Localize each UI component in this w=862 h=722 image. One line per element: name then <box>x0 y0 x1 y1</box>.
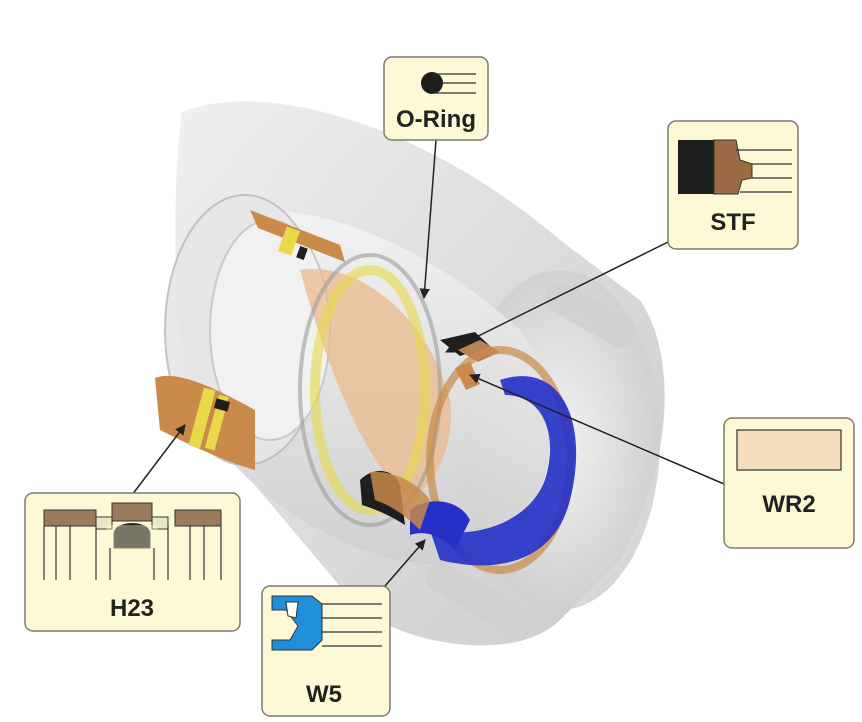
tie-rod-lower <box>426 562 534 638</box>
cylinder-illustration <box>155 101 665 646</box>
yellow-ring <box>310 265 430 515</box>
h23-callout: H23 <box>24 492 241 632</box>
wr2-label: WR2 <box>762 491 815 518</box>
h23-label: H23 <box>110 595 154 622</box>
w5-label: W5 <box>306 681 342 708</box>
tie-rod-upper <box>544 282 636 348</box>
grey-ring <box>298 253 442 527</box>
stf-callout: STF <box>667 120 799 250</box>
stf-leader <box>445 241 669 353</box>
w5-wiper-ring <box>430 376 577 566</box>
o-ring-leader <box>419 139 437 300</box>
o-ring-label: O-Ring <box>396 106 476 133</box>
lower-black-oring <box>213 398 231 412</box>
w5-leader <box>377 539 426 595</box>
bronze-lower-seal <box>370 471 430 530</box>
stf-seal-icon <box>678 139 792 195</box>
o-ring-callout: O-Ring <box>383 56 489 141</box>
wr2-callout: WR2 <box>723 417 855 549</box>
wr2-wear-ring-icon <box>736 429 842 471</box>
leader-lines <box>131 139 725 595</box>
wr2-leader <box>469 373 725 485</box>
h23-leader <box>131 424 186 496</box>
upper-yellow-band <box>277 226 301 256</box>
o-ring-seal-icon <box>421 72 476 94</box>
w5-callout: W5 <box>261 585 391 717</box>
w5-wiper-icon <box>271 595 382 651</box>
upper-black-oring <box>296 245 308 261</box>
lower-yellow-band-1 <box>188 387 216 449</box>
h23-seal-icon <box>43 502 222 580</box>
stf-label: STF <box>710 209 755 236</box>
